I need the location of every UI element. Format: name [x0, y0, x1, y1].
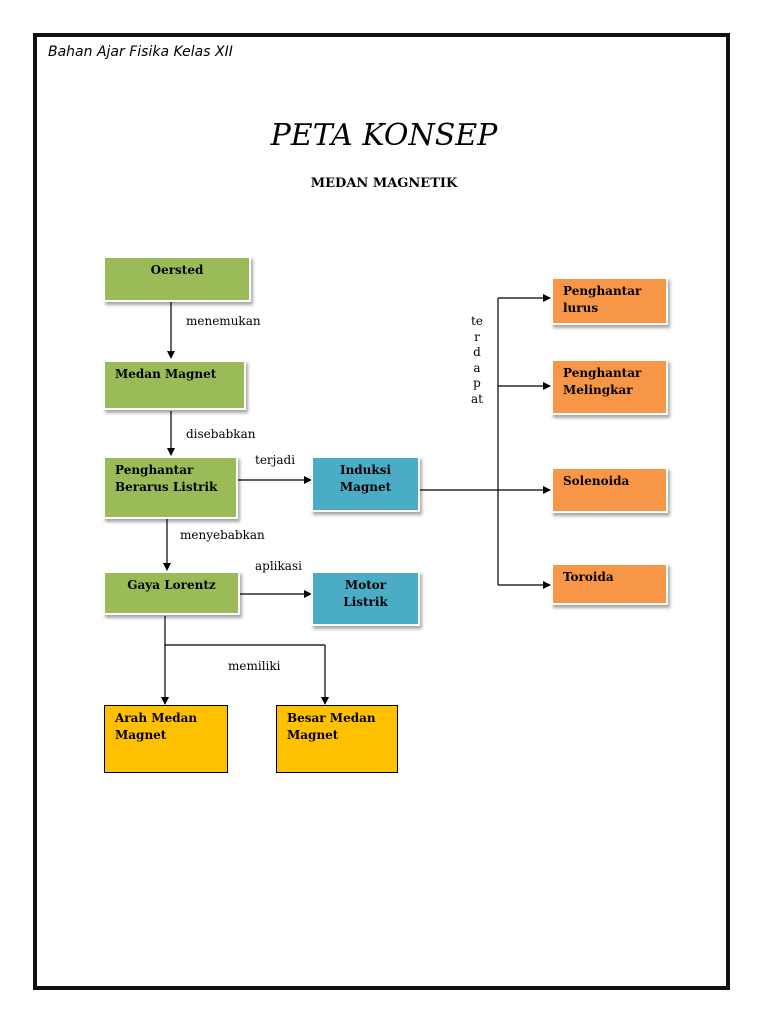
page-subtitle: MEDAN MAGNETIK [310, 176, 458, 191]
page-title: PETA KONSEP [270, 118, 498, 153]
node-toroida: Toroida [551, 563, 668, 605]
node-besar-medan: Besar Medan Magnet [276, 705, 398, 773]
label-disebabkan: disebabkan [186, 427, 256, 441]
node-penghantar-lurus: Penghantar lurus [551, 277, 668, 325]
node-gaya-lorentz: Gaya Lorentz [103, 571, 240, 615]
label-memiliki: memiliki [228, 659, 281, 673]
header-text: Bahan Ajar Fisika Kelas XII [48, 44, 233, 60]
node-oersted: Oersted [103, 256, 251, 302]
node-induksi-magnet: Induksi Magnet [311, 456, 420, 512]
label-terdapat: terdapat [471, 314, 483, 406]
node-motor-listrik: Motor Listrik [311, 571, 420, 626]
label-menemukan: menemukan [186, 314, 261, 328]
node-arah-medan: Arah Medan Magnet [104, 705, 228, 773]
node-solenoida: Solenoida [551, 467, 668, 513]
node-penghantar-melingkar: Penghantar Melingkar [551, 359, 668, 415]
page-border [33, 33, 730, 990]
node-penghantar-berarus: Penghantar Berarus Listrik [103, 456, 238, 519]
label-menyebabkan: menyebabkan [180, 528, 265, 542]
label-terjadi: terjadi [255, 453, 296, 467]
node-medan-magnet: Medan Magnet [103, 360, 246, 410]
label-aplikasi: aplikasi [255, 559, 302, 573]
